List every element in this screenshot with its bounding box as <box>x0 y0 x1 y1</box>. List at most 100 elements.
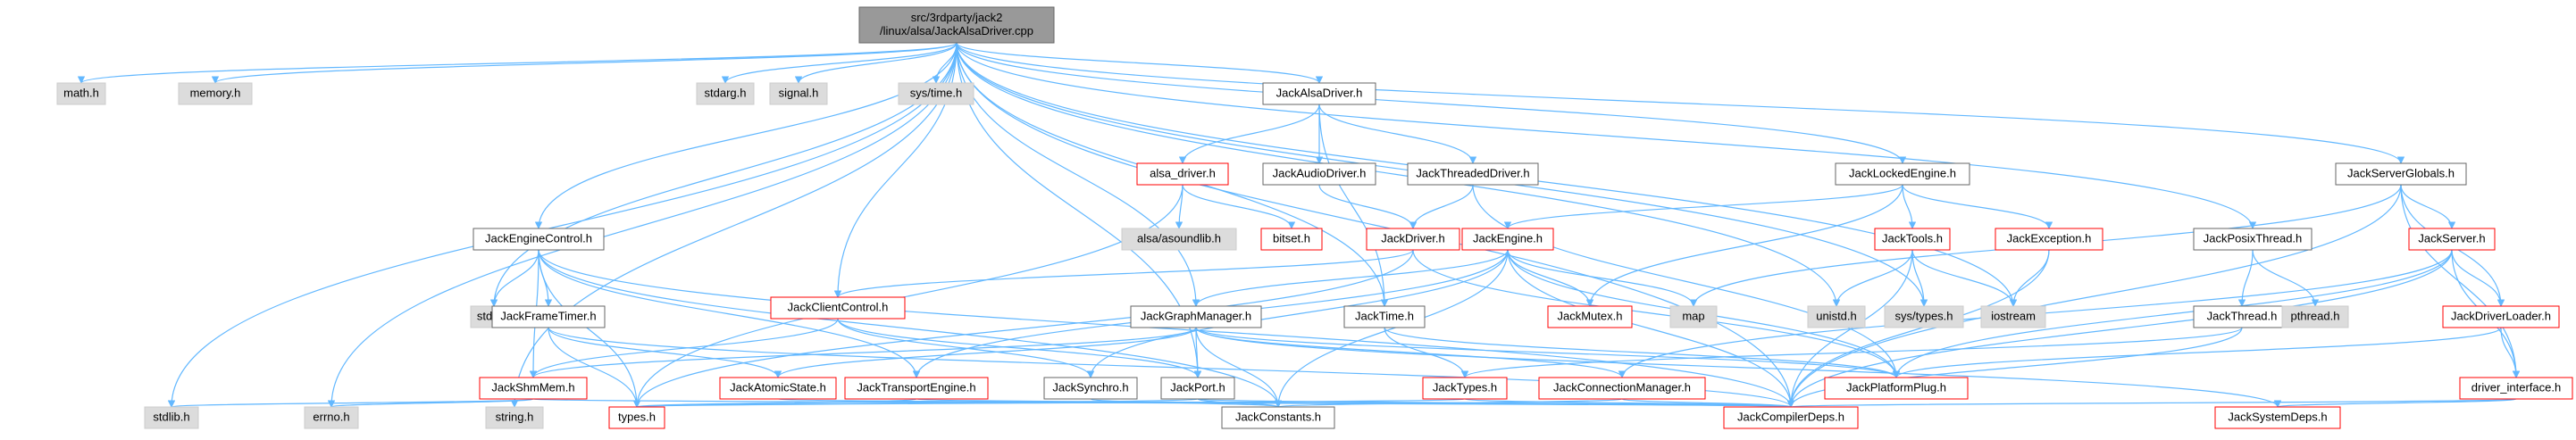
node-label: JackAlsaDriver.h <box>1276 86 1363 99</box>
edge-JackEngineControl-to-stdio <box>489 249 539 307</box>
node-label: pthread.h <box>2291 309 2340 322</box>
node-errno: errno.h <box>304 406 359 429</box>
node-JackThread[interactable]: JackThread.h <box>2193 305 2291 328</box>
node-JackMutex[interactable]: JackMutex.h <box>1547 305 1633 328</box>
node-signal: signal.h <box>769 82 828 105</box>
edge-JackTime-to-JackTypes <box>1384 327 1469 378</box>
edge-JackPosixThread-to-pthread <box>2252 249 2320 307</box>
node-JackPlatformPlug[interactable]: JackPlatformPlug.h <box>1824 377 1969 400</box>
node-box <box>1136 162 1229 186</box>
node-layer: src/3rdparty/jack2/linux/alsa/JackAlsaDr… <box>56 6 2573 429</box>
node-stdlib: stdlib.h <box>144 406 199 429</box>
node-driver_interface[interactable]: driver_interface.h <box>2459 377 2573 400</box>
node-JackConnectionManager[interactable]: JackConnectionManager.h <box>1538 377 1706 400</box>
edge-JackEngine-to-JackCompilerDeps <box>1507 249 1795 408</box>
node-JackFrameTimer[interactable]: JackFrameTimer.h <box>491 305 606 328</box>
edge-JackTime-to-JackPlatformPlug <box>1384 327 1901 378</box>
node-JackServer[interactable]: JackServer.h <box>2408 228 2496 251</box>
node-types[interactable]: types.h <box>608 406 665 429</box>
node-JackSynchro[interactable]: JackSynchro.h <box>1043 377 1138 400</box>
edge-JackLockedEngine-to-JackTools <box>1902 184 1917 229</box>
node-box <box>1980 305 2046 328</box>
node-box <box>1160 377 1235 400</box>
node-root[interactable]: src/3rdparty/jack2/linux/alsa/JackAlsaDr… <box>858 6 1055 44</box>
edge-JackDriver-to-JackClientControl <box>833 249 1414 298</box>
edge-root-to-math <box>78 42 958 84</box>
edge-JackEngineControl-to-types <box>538 249 641 408</box>
node-JackAtomicState[interactable]: JackAtomicState.h <box>719 377 837 400</box>
node-label: JackServer.h <box>2418 231 2485 245</box>
node-JackGraphManager[interactable]: JackGraphManager.h <box>1130 305 1262 328</box>
node-alsa_asoundlib: alsa/asoundlib.h <box>1121 228 1237 251</box>
node-box <box>1121 228 1237 251</box>
edge-JackEngine-to-JackMutex <box>1507 249 1594 307</box>
node-JackTime[interactable]: JackTime.h <box>1343 305 1426 328</box>
node-box <box>1407 162 1539 186</box>
node-box <box>304 406 359 429</box>
node-label: JackTypes.h <box>1433 380 1497 394</box>
node-JackTools[interactable]: JackTools.h <box>1874 228 1951 251</box>
node-JackEngineControl[interactable]: JackEngineControl.h <box>473 228 605 251</box>
node-JackAlsaDriver[interactable]: JackAlsaDriver.h <box>1262 82 1376 105</box>
node-label: math.h <box>63 86 99 99</box>
node-JackDriverLoader[interactable]: JackDriverLoader.h <box>2442 305 2560 328</box>
node-label: stdlib.h <box>153 410 189 423</box>
edge-JackEngine-to-JackConstants <box>1274 249 1509 408</box>
node-box <box>2214 406 2341 429</box>
node-box <box>769 82 828 105</box>
node-label: sys/types.h <box>1894 309 1953 322</box>
node-JackDriver[interactable]: JackDriver.h <box>1366 228 1460 251</box>
node-JackConstants[interactable]: JackConstants.h <box>1221 406 1335 429</box>
edge-JackTransportEngine-to-types <box>633 398 917 408</box>
node-label: JackMutex.h <box>1558 309 1623 322</box>
node-box <box>2459 377 2573 400</box>
edge-JackSynchro-to-JackConstants <box>1090 398 1282 408</box>
edge-JackGraphManager-to-JackConstants <box>1195 327 1283 408</box>
node-systime: sys/time.h <box>898 82 974 105</box>
node-string: string.h <box>485 406 544 429</box>
node-label: JackAudioDriver.h <box>1273 166 1367 179</box>
node-JackException[interactable]: JackException.h <box>1995 228 2103 251</box>
node-JackCompilerDeps[interactable]: JackCompilerDeps.h <box>1723 406 1859 429</box>
node-JackAudioDriver[interactable]: JackAudioDriver.h <box>1262 162 1376 186</box>
node-label: iostream <box>1991 309 2036 322</box>
node-label: alsa_driver.h <box>1150 166 1216 179</box>
node-JackShmMem[interactable]: JackShmMem.h <box>479 377 588 400</box>
edge-JackGraphManager-to-JackSystemDeps <box>1195 327 2281 408</box>
node-alsa_driver[interactable]: alsa_driver.h <box>1136 162 1229 186</box>
edge-JackTypes-to-types <box>634 398 1466 408</box>
node-JackPort[interactable]: JackPort.h <box>1160 377 1235 400</box>
node-JackEngine[interactable]: JackEngine.h <box>1461 228 1554 251</box>
edge-JackEngine-to-JackGraphManager <box>1192 249 1509 307</box>
edge-JackThreadedDriver-to-JackPlatformPlug <box>1472 184 1901 378</box>
node-box <box>1547 305 1633 328</box>
edge-JackEngine-to-JackSynchro <box>1086 249 1509 378</box>
edge-JackEngineControl-to-JackTransportEngine <box>538 249 921 378</box>
node-box <box>898 82 974 105</box>
node-label: JackClientControl.h <box>788 300 889 313</box>
node-label: signal.h <box>779 86 819 99</box>
edge-JackException-to-iostream <box>2009 249 2050 307</box>
node-label: src/3rdparty/jack2 <box>911 11 1003 24</box>
node-label: JackException.h <box>2007 231 2092 245</box>
node-JackThreadedDriver[interactable]: JackThreadedDriver.h <box>1407 162 1539 186</box>
node-pthread: pthread.h <box>2281 305 2349 328</box>
node-JackLockedEngine[interactable]: JackLockedEngine.h <box>1835 162 1970 186</box>
node-JackTypes[interactable]: JackTypes.h <box>1422 377 1508 400</box>
node-box <box>1669 305 1718 328</box>
node-box <box>2193 305 2291 328</box>
edge-JackGraphManager-to-JackShmMem <box>530 327 1197 378</box>
node-label: JackAtomicState.h <box>730 380 826 394</box>
node-label: JackConnectionManager.h <box>1553 380 1691 394</box>
edge-JackFrameTimer-to-JackCompilerDeps <box>548 327 1794 408</box>
node-bitset[interactable]: bitset.h <box>1260 228 1323 251</box>
node-box <box>485 406 544 429</box>
node-JackPosixThread[interactable]: JackPosixThread.h <box>2193 228 2313 251</box>
node-JackSystemDeps[interactable]: JackSystemDeps.h <box>2214 406 2341 429</box>
node-JackClientControl[interactable]: JackClientControl.h <box>770 296 906 320</box>
node-JackTransportEngine[interactable]: JackTransportEngine.h <box>844 377 989 400</box>
edge-root-to-JackCompilerDeps <box>956 42 1795 408</box>
node-stdarg: stdarg.h <box>696 82 755 105</box>
edge-root-to-JackAlsaDriver <box>956 42 1324 84</box>
node-JackServerGlobals[interactable]: JackServerGlobals.h <box>2335 162 2467 186</box>
